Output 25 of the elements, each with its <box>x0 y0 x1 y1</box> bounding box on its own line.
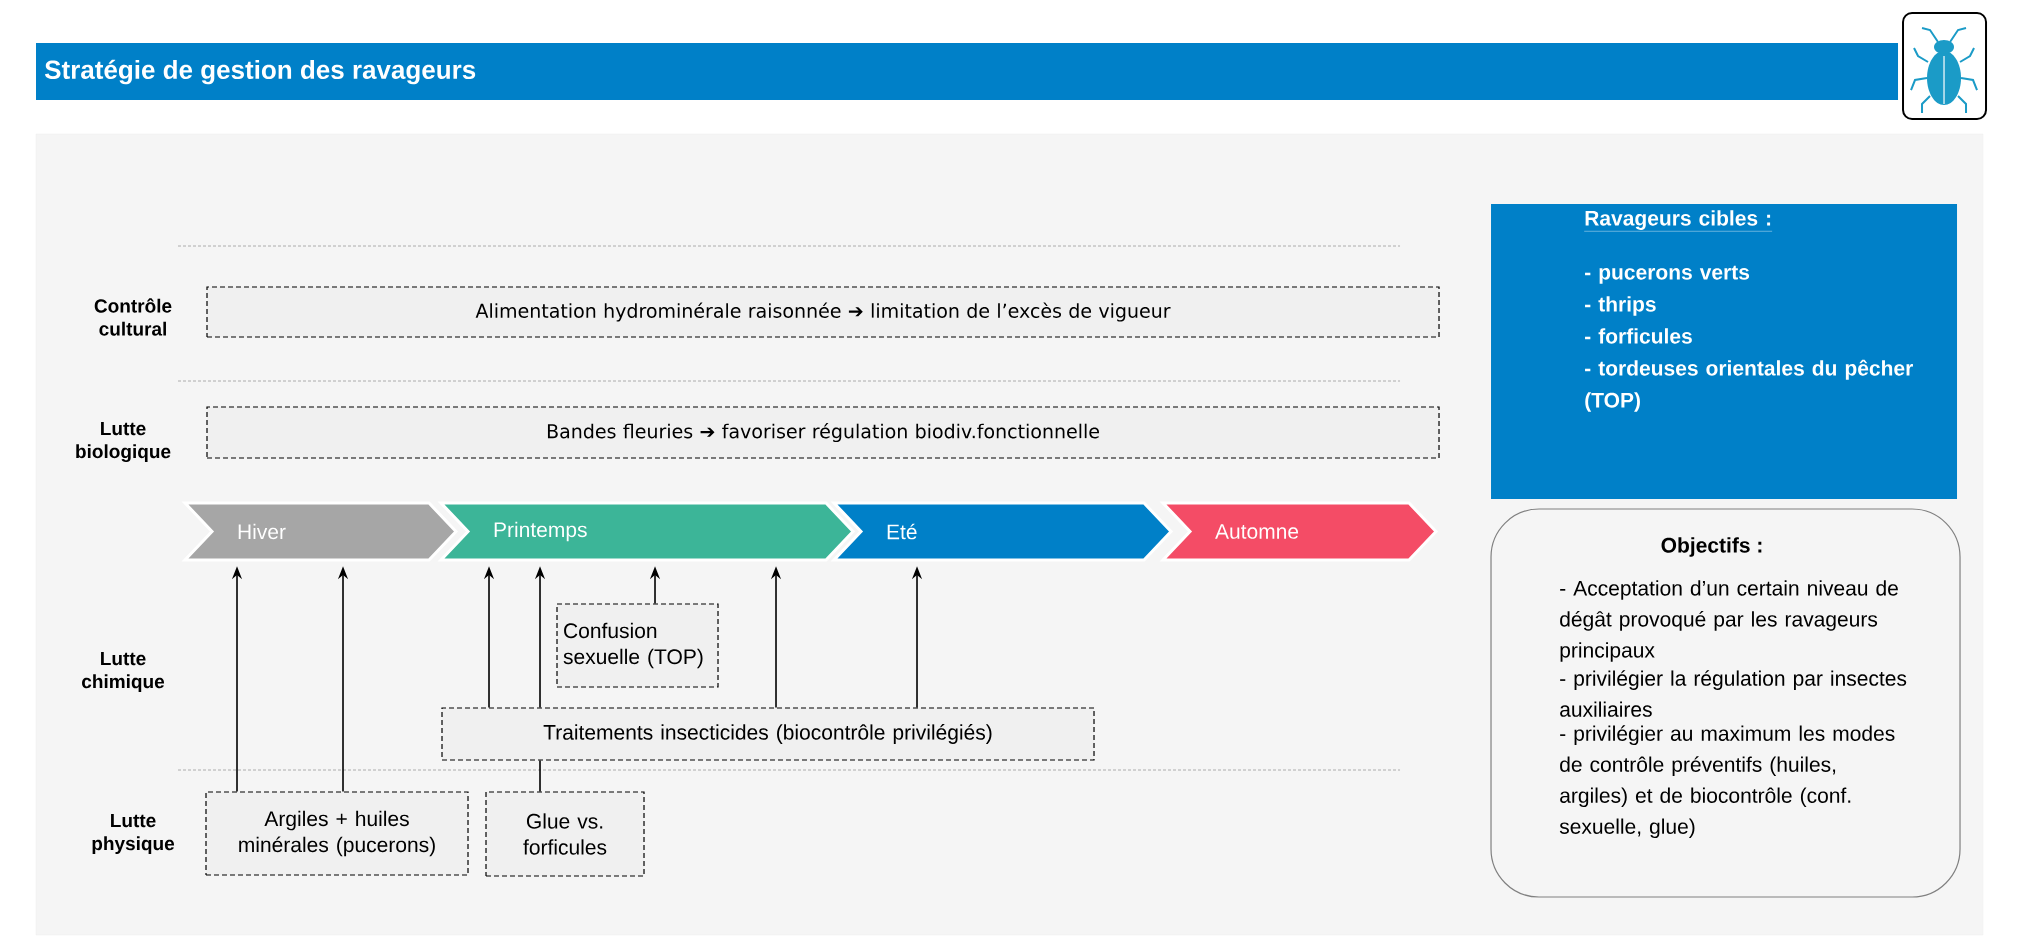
row-label: Lutte chimique <box>82 652 165 692</box>
list-item: - pucerons verts <box>1585 265 1750 284</box>
season-band: Printemps <box>437 501 856 562</box>
heading: Ravageurs cibles : <box>1584 210 1773 232</box>
title-bar: Stratégie de gestion des ravageurs <box>36 43 1898 100</box>
dashed-box: Argiles + huiles minérales (pucerons) <box>205 791 469 876</box>
season-band: Automne <box>1159 501 1439 562</box>
target-panel <box>1491 204 1957 499</box>
row-label: Contrôle cultural <box>94 298 172 336</box>
heading: Objectifs : <box>1661 537 1762 557</box>
list-item: - thrips <box>1585 296 1656 316</box>
list-item: - Acceptation d’un certain niveau de dégât provoqué par les ravageurs principaux <box>1560 580 1898 662</box>
season-band: Hiver <box>181 501 459 562</box>
dashed-box: Confusion sexuelle (TOP) <box>556 603 719 688</box>
list-item: - privilégier au maximum les modes de contrôle préventifs (huiles, argiles) et de biocontrôle (conf. sexuelle, glue) <box>1559 725 1895 839</box>
dashed-box: Glue vs. forficules <box>485 791 645 877</box>
dashed-box: Alimentation hydrominérale raisonnée ➔ limitation de l’excès de vigueur <box>206 286 1440 338</box>
dashed-box: Bandes fleuries ➔ favoriser régulation biodiv.fonctionnelle <box>206 406 1440 459</box>
row-label: Lutte physique <box>92 814 175 854</box>
list-item: - forficules <box>1585 328 1692 344</box>
row-label: Lutte biologique <box>76 421 171 463</box>
list-item: - tordeuses orientales du pêcher (TOP) <box>1585 359 1913 412</box>
dashed-box: Traitements insecticides (biocontrôle privilégiés) <box>441 707 1095 761</box>
season-band: Eté <box>830 501 1174 562</box>
list-item: - privilégier la régulation par insectes auxiliaires <box>1560 670 1907 717</box>
